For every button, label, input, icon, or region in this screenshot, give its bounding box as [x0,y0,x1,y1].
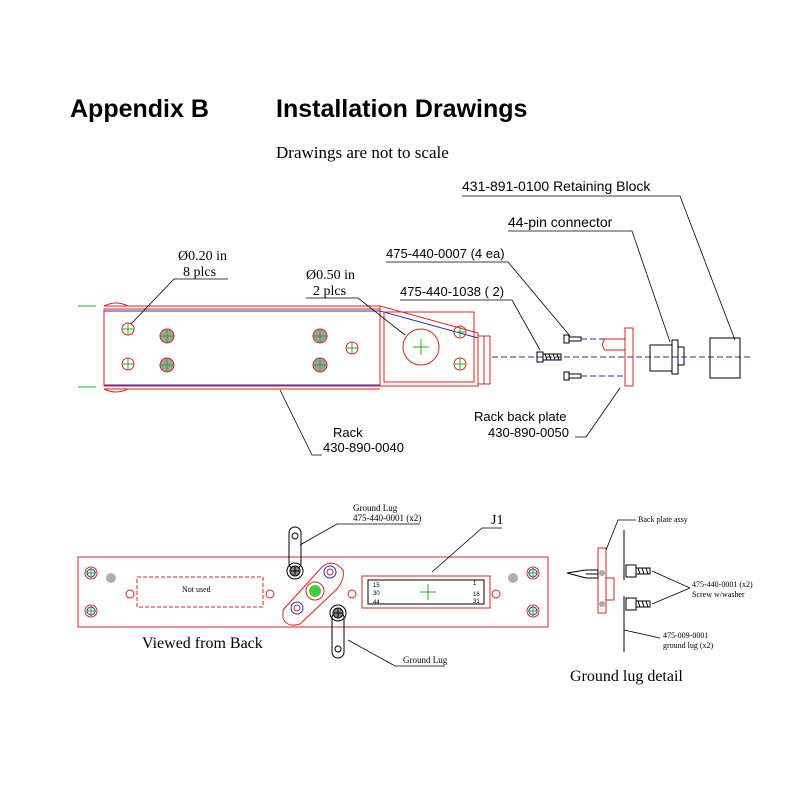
small-hole-dia: Ø0.20 in [178,249,227,264]
unused-cutout [136,576,264,608]
not-used-label: Not used [182,585,211,594]
detail-lug-pn: 475-009-0001 [663,631,708,640]
rack-pn: 430-890-0040 [323,440,404,455]
small-hole-qty: 8 plcs [183,265,216,280]
page-title: Installation Drawings [276,95,527,123]
back-plate-label: Rack back plate [474,409,567,424]
screw-475-440-1038 [536,351,562,363]
small-hole [453,357,467,371]
rack-side-view [78,302,491,393]
retaining-block [709,337,741,379]
corner-hole [526,604,540,618]
pin-30-label: 30 [373,591,380,597]
ground-stud-plate [282,562,344,626]
small-hole [453,325,467,339]
ground-lug-bottom [329,604,347,659]
large-hole-qty: 2 plcs [313,284,346,299]
screw-475-440-0007-upper [563,334,582,344]
connector-label: 44-pin connector [508,214,613,230]
screw-4ea-label: 475-440-0007 (4 ea) [386,246,505,261]
j1-label: J1 [491,513,503,528]
corner-hole [84,604,98,618]
j1-connector [361,575,491,609]
back-plate-assy-label: Back plate assy [638,515,688,524]
detail-lug-desc: ground lug (x2) [663,641,714,650]
pin-16-label: 16 [473,592,480,598]
lug-detail-caption: Ground lug detail [570,668,683,685]
appendix-label: Appendix B [70,95,209,123]
pin-31-label: 31 [473,599,480,605]
corner-hole [526,566,540,580]
ground-lug-label: Ground Lug [353,503,398,513]
rack-back-plate [624,327,634,387]
small-hole [121,322,135,336]
ground-lug-bottom-label: Ground Lug [403,655,448,665]
ground-lug-top [286,526,304,580]
back-view-caption: Viewed from Back [142,635,263,652]
detail-screw-lower [625,597,651,611]
small-hole [121,357,135,371]
large-hole [402,328,440,366]
screw-2-label: 475-440-1038 ( 2) [400,284,504,299]
ground-lug-detail [566,530,651,652]
pin-44-label: 44 [373,600,380,606]
rack-body [103,308,381,387]
back-plate-pn: 430-890-0050 [488,425,569,440]
detail-screw-desc: Screw w/washer [692,590,745,599]
rack-taper [379,305,479,387]
back-view: Not used 15 1 30 16 44 31 [77,526,549,659]
retaining-block-label: 431-891-0100 Retaining Block [462,178,651,194]
corner-hole [84,566,98,580]
rack-label: Rack [333,425,363,440]
pin-15-label: 15 [373,583,380,589]
detail-screw-pn: 475-440-0001 (x2) [692,580,753,589]
screw-475-440-0007-lower [563,371,582,381]
back-plate-outline [77,556,549,628]
pin-1-label: 1 [473,581,477,587]
ground-lug-pn: 475-440-0001 (x2) [353,513,421,523]
scale-note: Drawings are not to scale [276,143,449,162]
small-hole [345,341,359,355]
detail-screw-upper [625,564,651,578]
large-hole-dia: Ø0.50 in [306,268,355,283]
44-pin-connector [649,339,685,375]
